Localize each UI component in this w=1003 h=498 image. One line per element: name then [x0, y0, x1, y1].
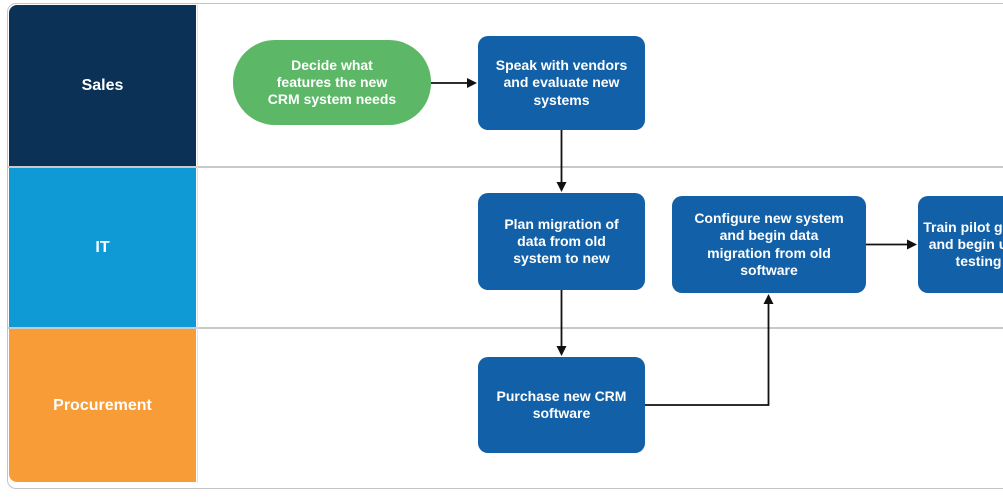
- lane-divider-sales-it: [8, 166, 1003, 168]
- node-purchase-crm: Purchase new CRM software: [478, 357, 645, 453]
- node-speak-vendors-label: Speak with vendors and evaluate new syst…: [495, 57, 628, 108]
- lane-divider-it-procurement: [8, 327, 1003, 329]
- node-train-pilot-label: Train pilot group and begin user testing: [923, 218, 1003, 270]
- node-plan-migration: Plan migration of data from old system t…: [478, 193, 645, 290]
- header-column-divider: [196, 5, 198, 483]
- lane-label-it: IT: [95, 238, 110, 256]
- node-plan-migration-label: Plan migration of data from old system t…: [504, 215, 619, 267]
- node-decide-features-label: Decide what features the new CRM system …: [267, 56, 397, 108]
- node-speak-vendors: Speak with vendors and evaluate new syst…: [478, 36, 645, 130]
- node-purchase-crm-label: Purchase new CRM software: [496, 387, 627, 421]
- node-configure-system-label: Configure new system and begin data migr…: [694, 210, 844, 278]
- lane-header-sales: Sales: [9, 5, 196, 166]
- lane-label-procurement: Procurement: [53, 396, 152, 414]
- lane-header-procurement: Procurement: [9, 329, 196, 482]
- lane-label-sales: Sales: [81, 76, 124, 94]
- node-configure-system: Configure new system and begin data migr…: [672, 196, 866, 293]
- node-decide-features: Decide what features the new CRM system …: [233, 40, 431, 125]
- lane-header-it: IT: [9, 168, 196, 327]
- node-train-pilot: Train pilot group and begin user testing: [918, 196, 1003, 293]
